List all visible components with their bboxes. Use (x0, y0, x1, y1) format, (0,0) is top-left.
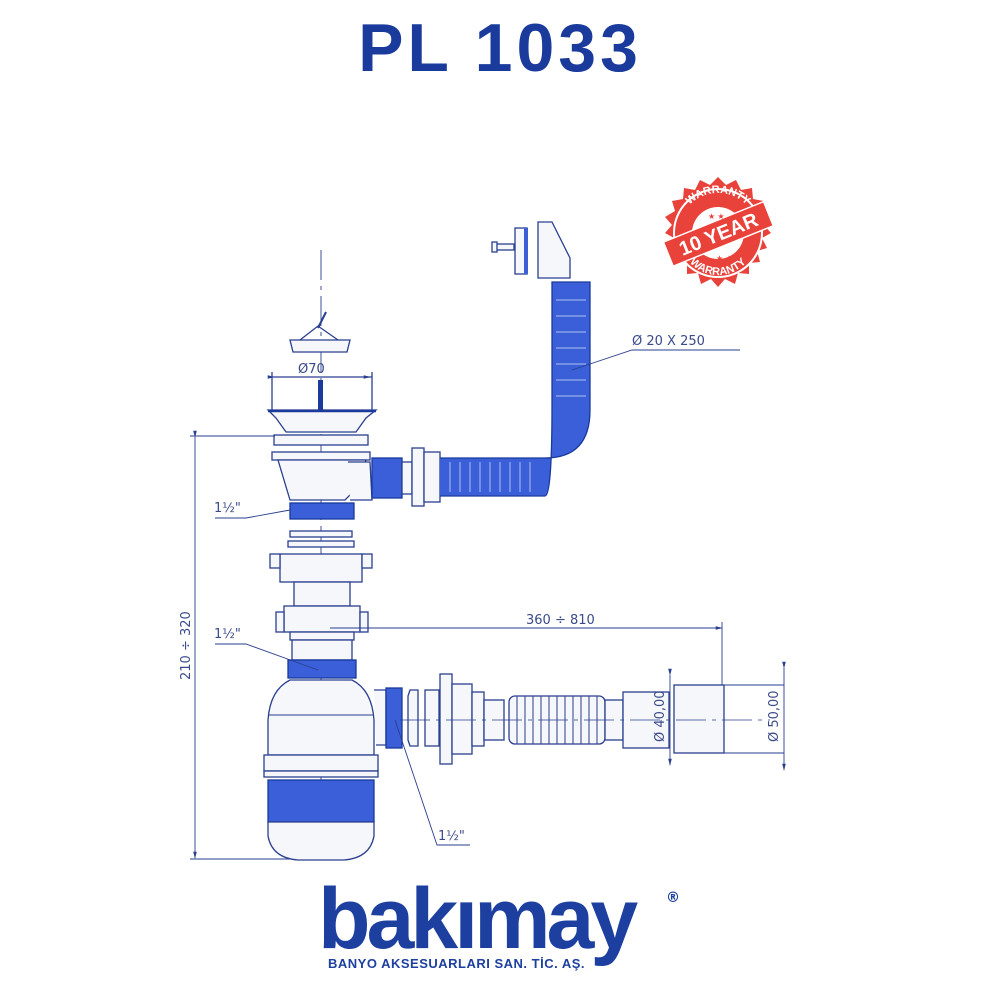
overflow-hose (440, 281, 591, 497)
label-thread-outlet: 1½" (438, 829, 465, 844)
strainer (266, 372, 378, 433)
brand-name: bakımay (318, 871, 638, 967)
leader-outlet-thread (394, 719, 470, 846)
flange-1 (273, 434, 369, 446)
leader-middle-thread (215, 643, 319, 671)
leader-upper-thread (215, 509, 291, 519)
label-height-range: 210 ÷ 320 (179, 611, 194, 680)
label-thread-upper: 1½" (214, 501, 241, 516)
overflow-thread (371, 457, 403, 499)
overflow-nut (411, 447, 425, 507)
outlet-thread (385, 687, 403, 749)
outlet-nut (439, 673, 453, 765)
brand-subtitle: BANYO AKSESUARLARI SAN. TİC. AŞ. (328, 956, 585, 971)
ribbed-cap (267, 779, 375, 823)
label-thread-middle: 1½" (214, 627, 241, 642)
tube (293, 581, 351, 607)
registered-mark: ® (666, 890, 680, 906)
brand-logo: bakımay ® BANYO AKSESUARLARI SAN. TİC. A… (318, 874, 688, 978)
label-length-range: 360 ÷ 810 (526, 613, 595, 628)
pipe-50 (673, 684, 725, 754)
bottle-body (267, 679, 375, 756)
flange-2 (271, 451, 371, 461)
label-d70: Ø70 (298, 362, 325, 377)
product-title: PL 1033 (358, 10, 642, 86)
bottle-cap-bottom (267, 821, 375, 861)
upper-thread (289, 502, 355, 520)
label-d40: Ø 40,00 (653, 690, 668, 742)
label-overflow-hose: Ø 20 X 250 (632, 334, 705, 349)
svg-text:★ ★: ★ ★ (708, 212, 725, 221)
svg-text:★ ★: ★ ★ (716, 254, 733, 263)
overflow-head (491, 221, 571, 279)
leader-overflow-hose (571, 349, 740, 371)
middle-thread (287, 659, 357, 679)
warranty-badge: WARRANTY WARRANTY 10 YEAR ★ ★ ★ ★ (662, 177, 775, 287)
upper-nut (279, 553, 363, 583)
label-d50: Ø 50,00 (767, 690, 782, 742)
plug-stopper (289, 311, 351, 353)
